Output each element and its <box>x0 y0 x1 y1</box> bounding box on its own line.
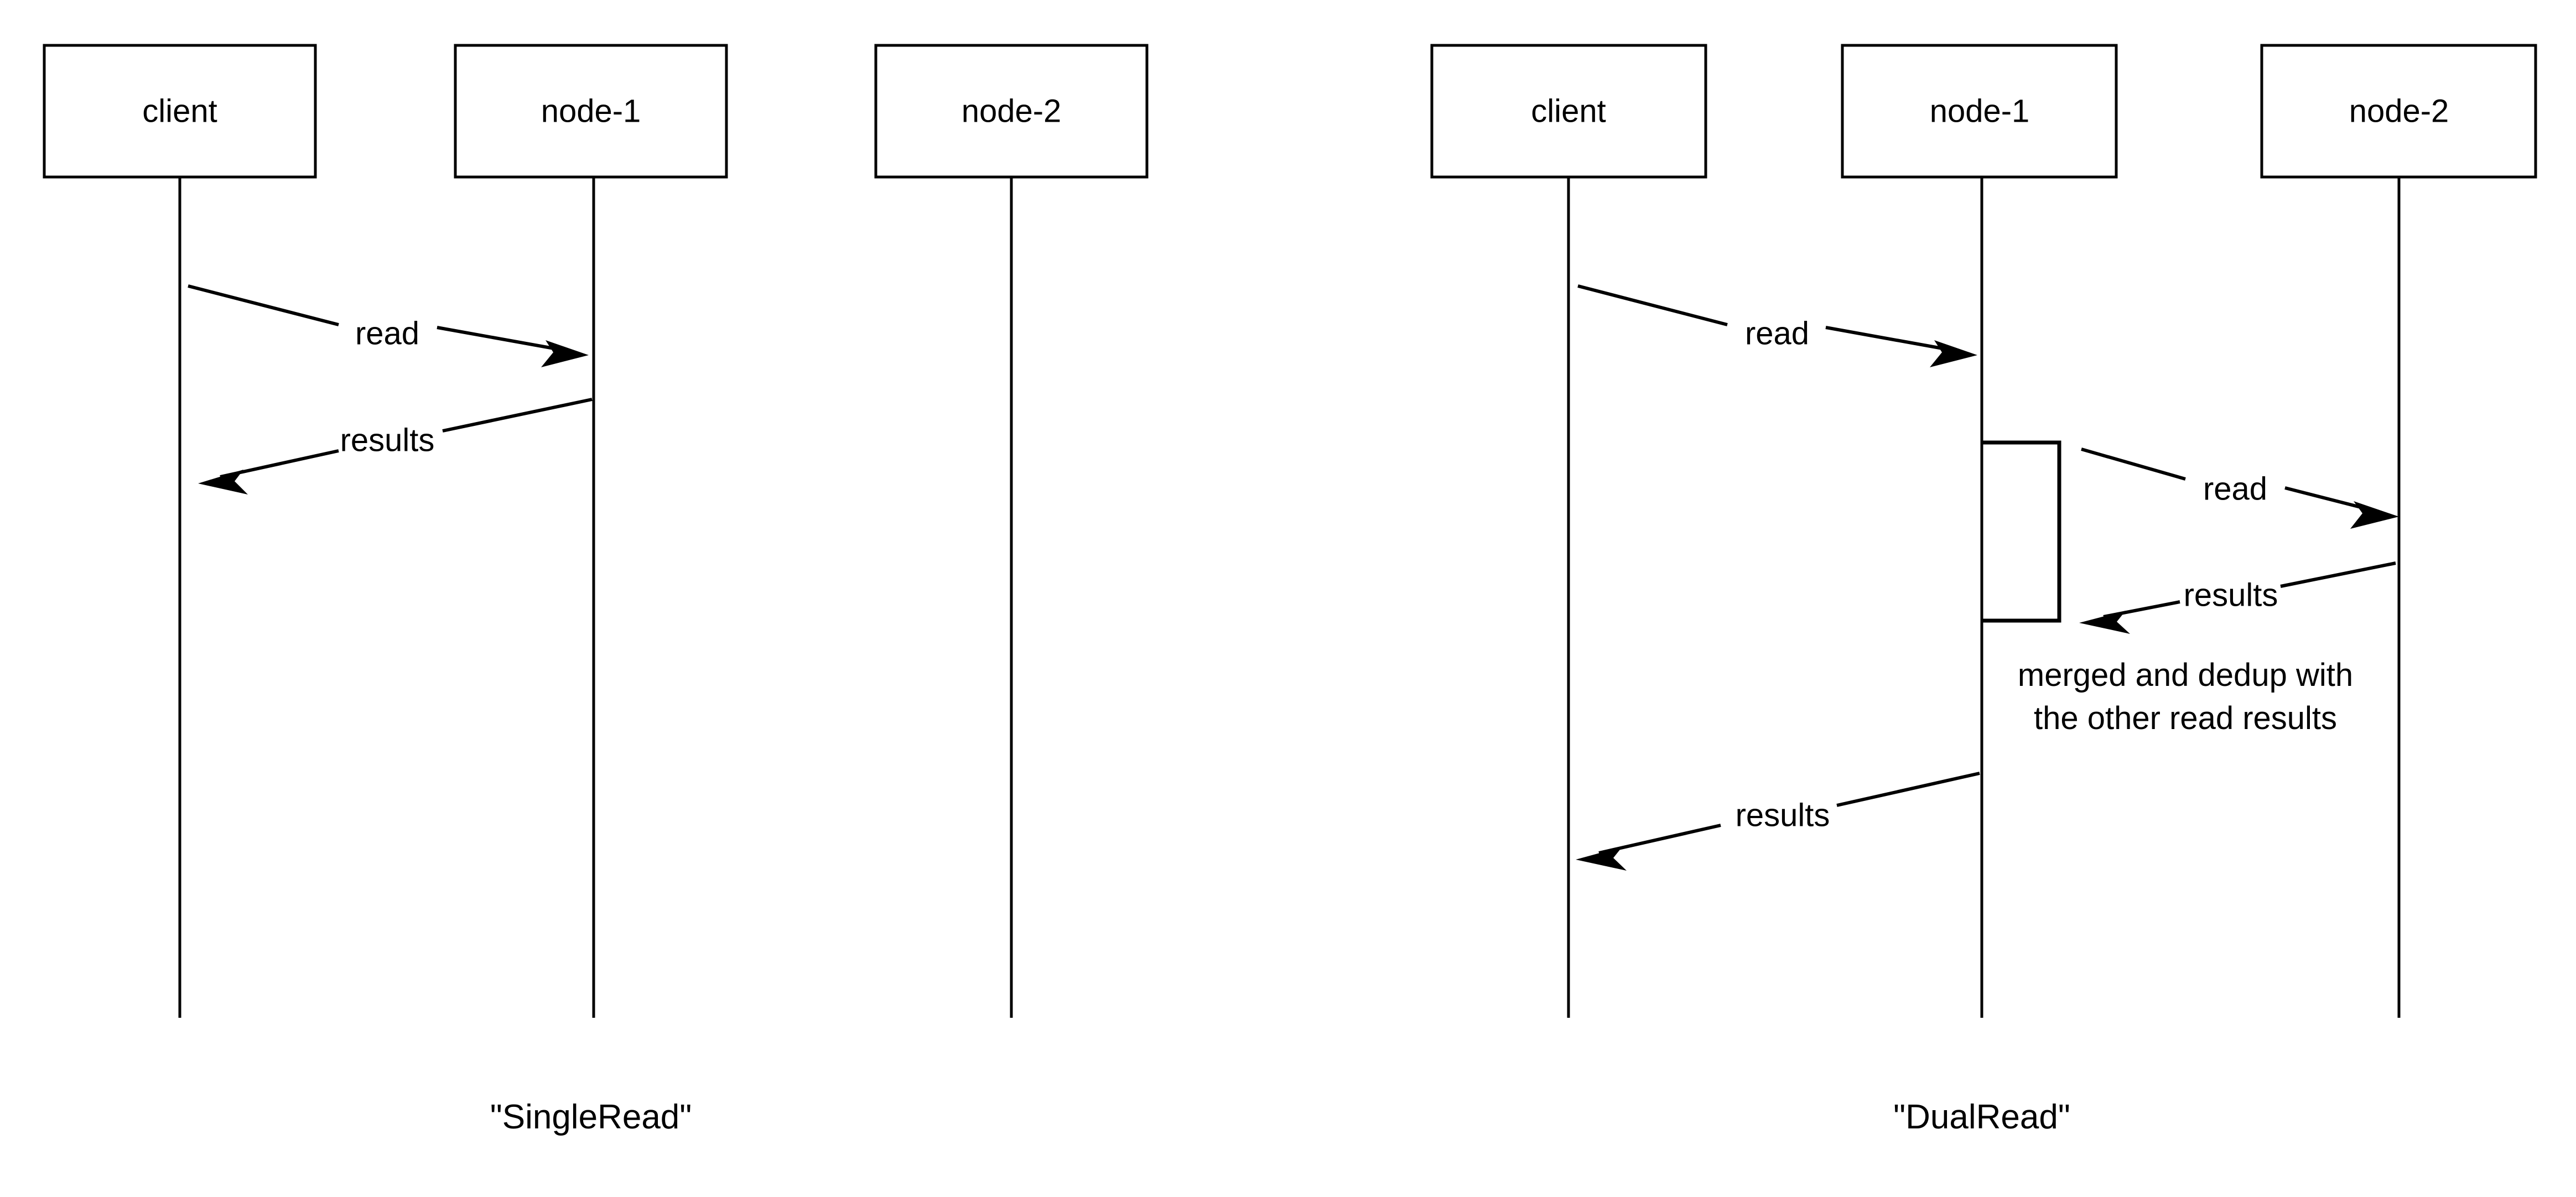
message-line-segment-right <box>2280 561 2396 588</box>
panel-single-read: client node-1 node-2 read <box>43 44 1149 1136</box>
message-label-read: read <box>1745 315 1809 351</box>
participant-box-client[interactable] <box>1430 44 1707 179</box>
arrowhead-left-icon <box>198 470 248 495</box>
participant-box-node-2[interactable] <box>2260 44 2537 179</box>
participant-node-2[interactable]: node-2 <box>874 44 1149 1018</box>
participant-node-2[interactable]: node-2 <box>2260 44 2537 1018</box>
panel-caption-dual-read: "DualRead" <box>1893 1098 2070 1136</box>
panel-caption-single-read: "SingleRead" <box>490 1098 692 1136</box>
participant-label-node-1: node-1 <box>1930 93 2030 129</box>
arrowhead-right-icon <box>1930 340 1977 367</box>
participant-label-client: client <box>1531 93 1606 129</box>
participant-node-1[interactable]: node-1 <box>454 44 728 1018</box>
participant-label-node-2: node-2 <box>2349 93 2449 129</box>
panel-dual-read: client node-1 node-2 read <box>1430 44 2537 1136</box>
message-line-segment-left <box>2081 447 2186 481</box>
message-read-client-to-node-1[interactable]: read <box>1577 284 1977 367</box>
note-merged-and-dedup: merged and dedup with the other read res… <box>2018 657 2353 736</box>
message-read-node-1-to-node-2[interactable]: read <box>2081 447 2399 529</box>
arrowhead-left-icon <box>2079 611 2130 634</box>
arrowhead-left-icon <box>1576 847 1627 871</box>
participant-label-node-2: node-2 <box>962 93 1062 129</box>
message-line-segment-right <box>1836 772 1980 807</box>
message-line-segment-left <box>188 284 339 326</box>
message-label-results: results <box>2184 577 2278 613</box>
message-label-results: results <box>1736 797 1830 833</box>
message-label-results: results <box>340 422 435 458</box>
participant-box-node-1[interactable] <box>454 44 728 179</box>
message-results-node-2-to-node-1[interactable]: results <box>2079 561 2396 634</box>
message-line-segment-right <box>442 398 593 433</box>
arrowhead-right-icon <box>541 340 589 367</box>
message-label-read: read <box>2203 471 2267 507</box>
participant-label-node-1: node-1 <box>541 93 641 129</box>
participant-node-1[interactable]: node-1 <box>1841 44 2118 1018</box>
participant-box-node-1[interactable] <box>1841 44 2118 179</box>
message-label-read: read <box>355 315 419 351</box>
note-line-1: merged and dedup with <box>2018 657 2353 693</box>
message-line-segment-left <box>1577 284 1728 326</box>
note-line-2: the other read results <box>2034 700 2337 736</box>
arrowhead-right-icon <box>2350 501 2399 529</box>
message-results-node-1-to-client[interactable]: results <box>1576 772 1980 871</box>
activation-bracket-node-1 <box>1981 440 2061 623</box>
participant-box-client[interactable] <box>43 44 317 179</box>
participant-label-client: client <box>142 93 217 129</box>
message-results-node-1-to-client[interactable]: results <box>198 398 593 495</box>
participant-client[interactable]: client <box>1430 44 1707 1018</box>
participant-box-node-2[interactable] <box>874 44 1149 179</box>
message-read-client-to-node-1[interactable]: read <box>188 284 589 367</box>
participant-client[interactable]: client <box>43 44 317 1018</box>
